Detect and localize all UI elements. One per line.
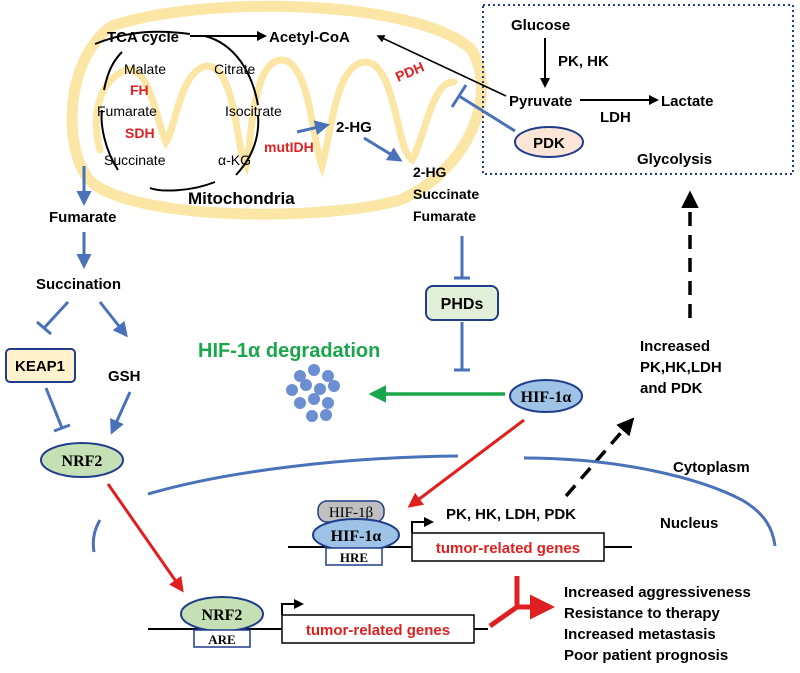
hif-transcription-start-arrow — [411, 517, 434, 533]
tca-cycle-label: TCA cycle — [107, 29, 179, 46]
sdh-enzyme-label: SDH — [125, 125, 155, 141]
nuclear-membrane-right — [523, 456, 777, 547]
succinate-tca-label: Succinate — [104, 152, 166, 168]
hre-label: HRE — [340, 550, 368, 565]
fumarate-left-label: Fumarate — [49, 209, 117, 226]
isocitrate-label: Isocitrate — [225, 103, 282, 119]
mitochondria-label: Mitochondria — [188, 189, 295, 208]
oncometabolite-succinate: Succinate — [413, 186, 479, 202]
keap1-inhibition-bar — [36, 320, 52, 336]
glucose-label: Glucose — [511, 17, 570, 34]
nrf2-tumor-genes-label: tumor-related genes — [306, 622, 450, 639]
hif-tumor-genes-box — [411, 532, 605, 562]
pdh-enzyme-label: PDH — [393, 58, 426, 84]
akg-label: α-KG — [218, 152, 251, 168]
pk-hk-label: PK, HK — [558, 53, 609, 70]
outcome-item-2: Resistance to therapy — [564, 605, 721, 622]
gsh-label: GSH — [108, 368, 141, 385]
nrf2-transcription-start-arrow — [281, 599, 304, 615]
pyruvate-label: Pyruvate — [509, 93, 572, 110]
are-box — [193, 629, 251, 648]
succination-to-gsh-arrow — [98, 301, 128, 338]
pdk-node — [514, 126, 584, 158]
hif1a-nucleus-label: HIF-1α — [331, 528, 382, 545]
hif1a-degradation-label: HIF-1α degradation — [198, 340, 380, 362]
lactate-label: Lactate — [661, 93, 714, 110]
phds-box — [425, 285, 499, 321]
phds-label: PHDs — [441, 296, 484, 313]
pdk-inhibits-pdh — [458, 94, 516, 133]
mitochondrion-shape — [66, 0, 488, 220]
glycolysis-box — [482, 4, 794, 175]
keap1-label: KEAP1 — [15, 358, 65, 375]
2hg-mito-label: 2-HG — [336, 119, 372, 136]
hif1a-cytoplasm-label: HIF-1α — [521, 389, 572, 406]
oncometabolite-fumarate: Fumarate — [413, 208, 476, 224]
citrate-label: Citrate — [214, 61, 255, 77]
keap1-inhibits-nrf2 — [44, 387, 64, 429]
hif1b-label: HIF-1β — [329, 505, 373, 521]
fumarate-tca-label: Fumarate — [97, 103, 157, 119]
gsh-to-nrf2-arrow — [110, 391, 132, 435]
degraded-protein-dots — [286, 364, 340, 422]
nrf2-cytoplasm-node — [40, 442, 124, 478]
mutidh-to-2hg-arrow — [296, 120, 330, 136]
target-genes-list: PK, HK, LDH, PDK — [446, 506, 576, 523]
nrf2-inhibition-bar — [53, 423, 71, 433]
succination-label: Succination — [36, 276, 121, 293]
fh-enzyme-label: FH — [130, 82, 149, 98]
hif-tumor-genes-label: tumor-related genes — [436, 540, 580, 557]
nrf2-translocation-arrow — [106, 483, 184, 593]
hif1a-cytoplasm-node — [509, 379, 583, 413]
oncometabolite-2hg: 2-HG — [413, 164, 447, 180]
nrf2-nucleus-label: NRF2 — [202, 607, 243, 624]
pyruvate-to-acetylcoa-arrow — [376, 35, 507, 97]
2hg-to-oncometabolites-arrow — [363, 136, 403, 162]
are-label: ARE — [208, 632, 235, 647]
nuclear-membrane-left — [147, 454, 459, 496]
tca-cycle — [94, 30, 267, 192]
pdk-label: PDK — [533, 135, 565, 152]
nuclear-membrane-left-edge — [91, 519, 102, 553]
outcome-item-1: Increased aggressiveness — [564, 584, 751, 601]
nrf2-tumor-genes-box — [281, 614, 475, 644]
hif1a-translocation-arrow — [407, 418, 525, 508]
nrf2-genes-to-outcomes — [488, 604, 519, 629]
increased-line-1: Increased — [640, 338, 710, 355]
outcome-item-4: Poor patient prognosis — [564, 647, 728, 664]
nucleus-label: Nucleus — [660, 515, 718, 532]
keap1-box — [5, 348, 76, 383]
increased-line-2: PK,HK,LDH — [640, 359, 722, 376]
increased-line-3: and PDK — [640, 380, 703, 397]
nrf2-cytoplasm-label: NRF2 — [62, 453, 103, 470]
malate-label: Malate — [124, 61, 166, 77]
acetyl-coa-label: Acetyl-CoA — [269, 29, 350, 46]
genes-to-increased-dashed-arrow — [564, 417, 635, 498]
hre-box — [325, 547, 383, 566]
glycolysis-label: Glycolysis — [637, 151, 712, 168]
pdk-inhibition-bar — [450, 84, 468, 108]
succination-inhibits-keap1 — [42, 300, 70, 330]
ldh-label: LDH — [600, 109, 631, 126]
outcome-item-3: Increased metastasis — [564, 626, 716, 643]
cytoplasm-label: Cytoplasm — [673, 459, 750, 476]
mutidh-enzyme-label: mutIDH — [264, 139, 314, 155]
